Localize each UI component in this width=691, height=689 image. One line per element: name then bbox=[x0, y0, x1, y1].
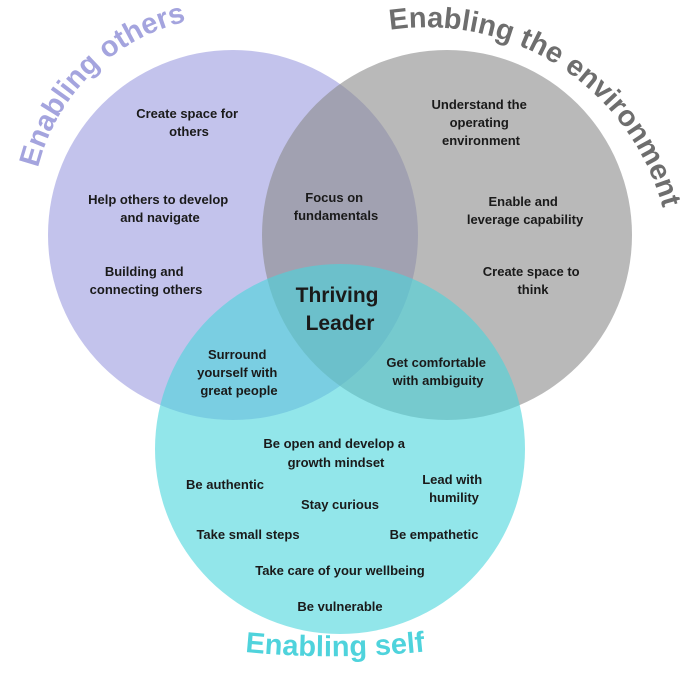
item-building-connecting: Building and connecting others bbox=[90, 264, 203, 297]
item-understand-operating-environment: Understand the operating environment bbox=[432, 97, 531, 148]
item-enable-leverage-capability: Enable and leverage capability bbox=[467, 194, 584, 227]
item-lead-with-humility: Lead with humility bbox=[422, 472, 486, 505]
item-be-vulnerable: Be vulnerable bbox=[297, 599, 382, 614]
circle-enabling-self bbox=[155, 264, 525, 634]
center-label: Thriving Leader bbox=[296, 284, 385, 335]
item-focus-on-fundamentals: Focus on fundamentals bbox=[294, 190, 379, 223]
item-create-space-to-think: Create space to think bbox=[483, 264, 583, 297]
title-enabling-self: Enabling self bbox=[244, 627, 426, 664]
item-take-care-wellbeing: Take care of your wellbeing bbox=[255, 563, 425, 578]
item-be-empathetic: Be empathetic bbox=[390, 527, 479, 542]
item-be-authentic: Be authentic bbox=[186, 477, 264, 492]
item-create-space-for-others: Create space for others bbox=[136, 106, 242, 139]
item-growth-mindset: Be open and develop a growth mindset bbox=[263, 436, 408, 470]
item-surround-great-people: Surround yourself with great people bbox=[197, 347, 281, 398]
item-stay-curious: Stay curious bbox=[301, 497, 379, 512]
item-comfortable-ambiguity: Get comfortable with ambiguity bbox=[386, 355, 489, 388]
item-help-others-develop: Help others to develop and navigate bbox=[88, 192, 232, 225]
item-take-small-steps: Take small steps bbox=[196, 527, 299, 542]
